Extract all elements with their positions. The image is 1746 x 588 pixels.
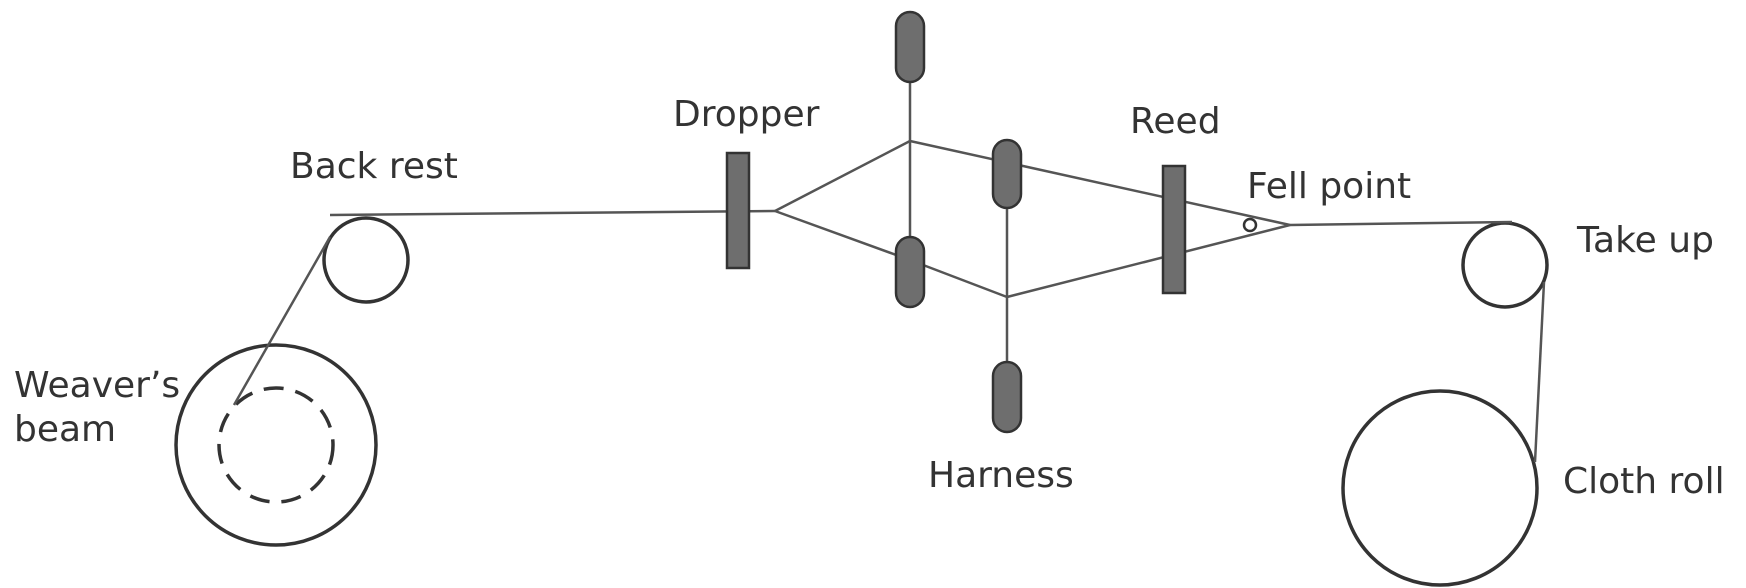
cloth-roll — [1341, 389, 1539, 587]
weavers-beam — [174, 343, 378, 547]
weavers-beam-label-line2: beam — [14, 409, 116, 450]
dropper-bar — [725, 151, 751, 270]
harness — [894, 10, 1023, 434]
reed-bar — [1161, 164, 1187, 295]
reed-label: Reed — [1130, 101, 1221, 142]
harness-label: Harness — [928, 455, 1074, 496]
thread-fell-to-take-up — [1289, 220, 1513, 227]
harness-frame-1-heddle — [894, 235, 926, 309]
take-up-label: Take up — [1576, 220, 1714, 261]
weavers-beam-label-line1: Weaver’s — [14, 365, 180, 406]
dropper-label: Dropper — [673, 94, 820, 135]
harness-frame-1-top — [894, 10, 926, 84]
harness-frame-2-heddle — [991, 138, 1023, 210]
weavers-beam-inner-dashed-circle — [217, 386, 335, 504]
thread-lower-shed-back — [1006, 223, 1291, 299]
thread-upper-shed-front — [774, 139, 911, 213]
fell-point-marker — [1242, 217, 1258, 233]
back-rest-label: Back rest — [290, 146, 458, 187]
thread-lower-shed-front — [774, 209, 911, 262]
weavers-beam-outer-circle — [174, 343, 378, 547]
thread-beam-to-back-rest — [232, 236, 332, 406]
harness-frame-2-bottom — [991, 360, 1023, 434]
thread-lower-shed-mid — [909, 258, 1008, 299]
cloth-roll-label: Cloth roll — [1563, 461, 1725, 502]
fell-point-label: Fell point — [1247, 166, 1411, 207]
back-rest-roller — [322, 216, 410, 304]
take-up-roller — [1461, 221, 1549, 309]
thread-back-rest-to-dropper — [329, 209, 776, 217]
thread-take-up-to-cloth-roll — [1533, 281, 1546, 463]
warp-threads — [232, 139, 1546, 463]
thread-upper-shed-back — [909, 139, 1291, 227]
